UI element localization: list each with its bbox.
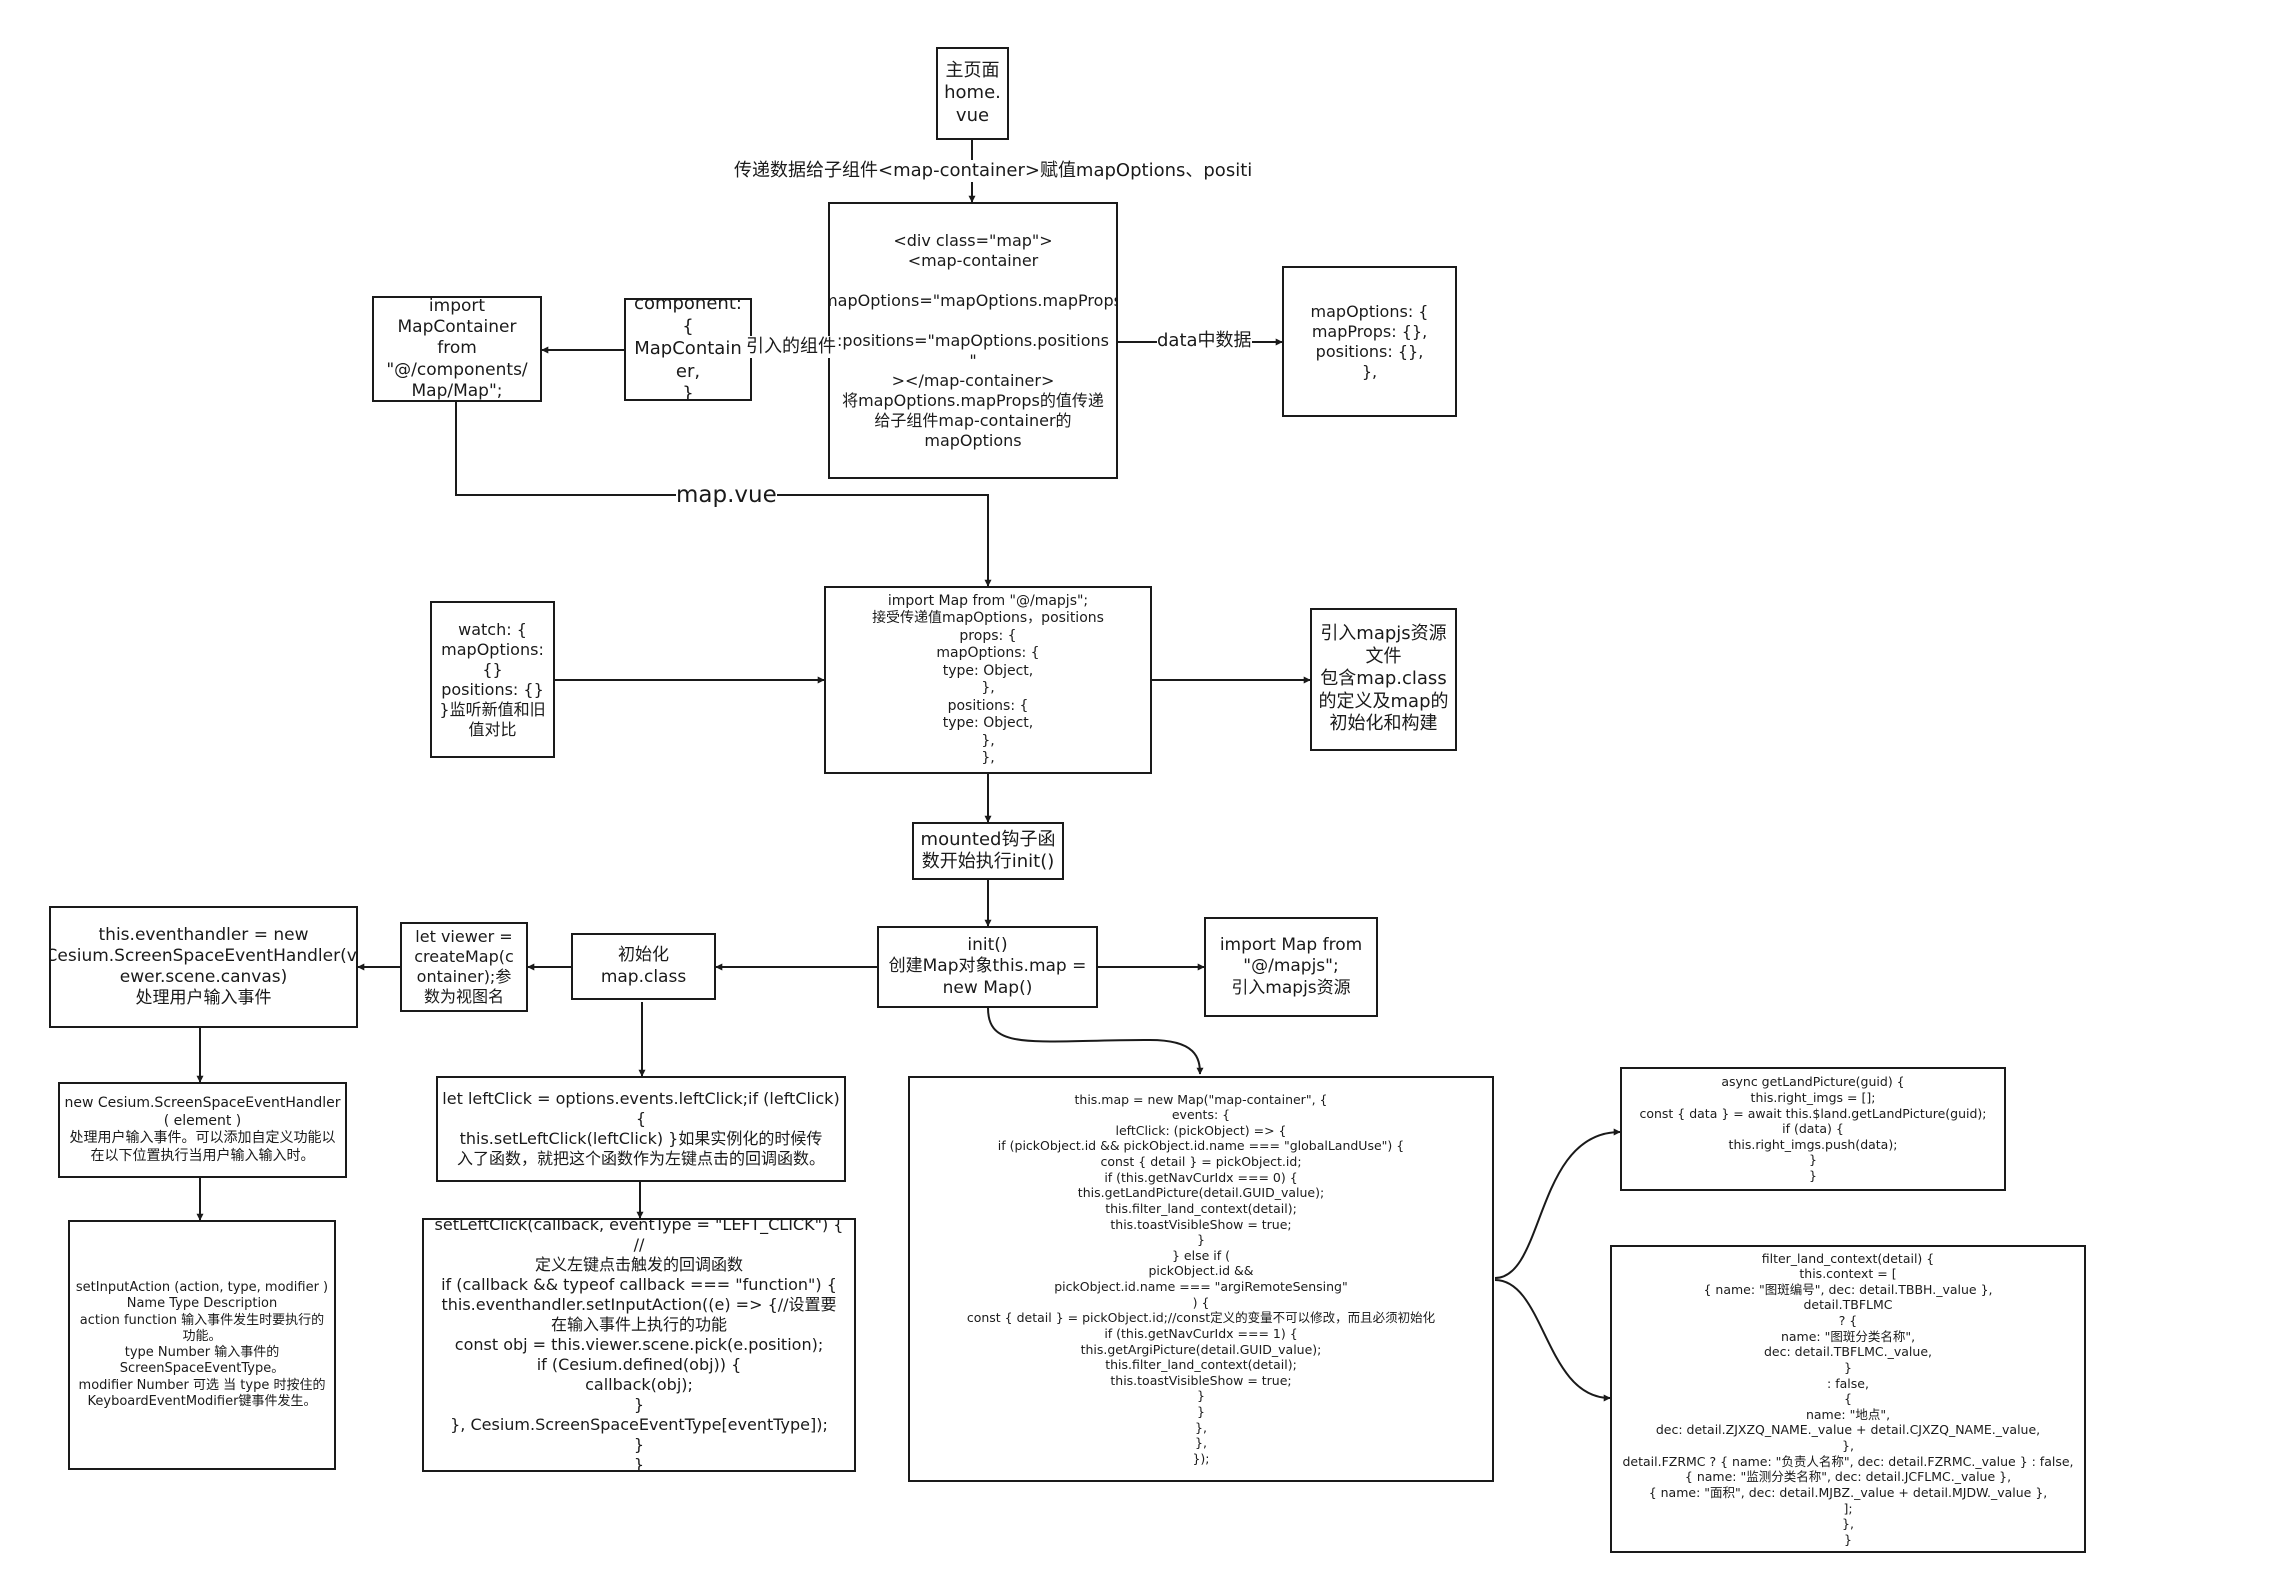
map-template-node: <div class="map"> <map-container :mapOpt… bbox=[828, 202, 1118, 479]
filter-land-context-node: filter_land_context(detail) { this.conte… bbox=[1610, 1245, 2086, 1553]
edge-label-map-vue: map.vue bbox=[676, 482, 777, 510]
data-options-node: mapOptions: { mapProps: {}, positions: {… bbox=[1282, 266, 1457, 417]
edge-label-pass-data: 传递数据给子组件<map-container>赋值mapOptions、posi… bbox=[734, 160, 1253, 182]
import-map-container-node: import MapContainer from "@/components/ … bbox=[372, 296, 542, 402]
new-screenspace-handler-node: new Cesium.ScreenSpaceEventHandler ( ele… bbox=[58, 1082, 347, 1178]
init-map-class-node: 初始化map.class bbox=[571, 933, 716, 1000]
mapjs-resource-node: 引入mapjs资源 文件 包含map.class 的定义及map的 初始化和构建 bbox=[1310, 608, 1457, 751]
left-click-node: let leftClick = options.events.leftClick… bbox=[436, 1076, 846, 1182]
home-vue-node: 主页面 home. vue bbox=[936, 47, 1009, 140]
event-handler-node: this.eventhandler = new Cesium.ScreenSpa… bbox=[49, 906, 358, 1028]
import-map-node: import Map from "@/mapjs"; 引入mapjs资源 bbox=[1204, 917, 1378, 1017]
watch-node: watch: { mapOptions: {} positions: {} }监… bbox=[430, 601, 555, 758]
mounted-hook-node: mounted钩子函 数开始执行init() bbox=[912, 822, 1064, 880]
set-input-action-node: setInputAction (action, type, modifier )… bbox=[68, 1220, 336, 1470]
edge-init-to-newmapcode bbox=[987, 1007, 1204, 1075]
edge-code-to-getlandpicture bbox=[1494, 1128, 1621, 1279]
set-left-click-node: setLeftClick(callback, eventType = "LEFT… bbox=[422, 1218, 856, 1472]
edge-label-data-in: data中数据 bbox=[1157, 330, 1252, 352]
component-declaration-node: component:{ MapContain er, } bbox=[624, 298, 752, 401]
edge-code-to-filterlandcontext bbox=[1494, 1279, 1611, 1402]
get-land-picture-node: async getLandPicture(guid) { this.right_… bbox=[1620, 1067, 2006, 1191]
edge-label-imported-component: 引入的组件 bbox=[746, 336, 836, 358]
let-viewer-node: let viewer = createMap(c ontainer);参 数为视… bbox=[400, 922, 528, 1012]
new-map-code-node: this.map = new Map("map-container", { ev… bbox=[908, 1076, 1494, 1482]
map-vue-props-node: import Map from "@/mapjs"; 接受传递值mapOptio… bbox=[824, 586, 1152, 774]
init-function-node: init() 创建Map对象this.map = new Map() bbox=[877, 926, 1098, 1008]
